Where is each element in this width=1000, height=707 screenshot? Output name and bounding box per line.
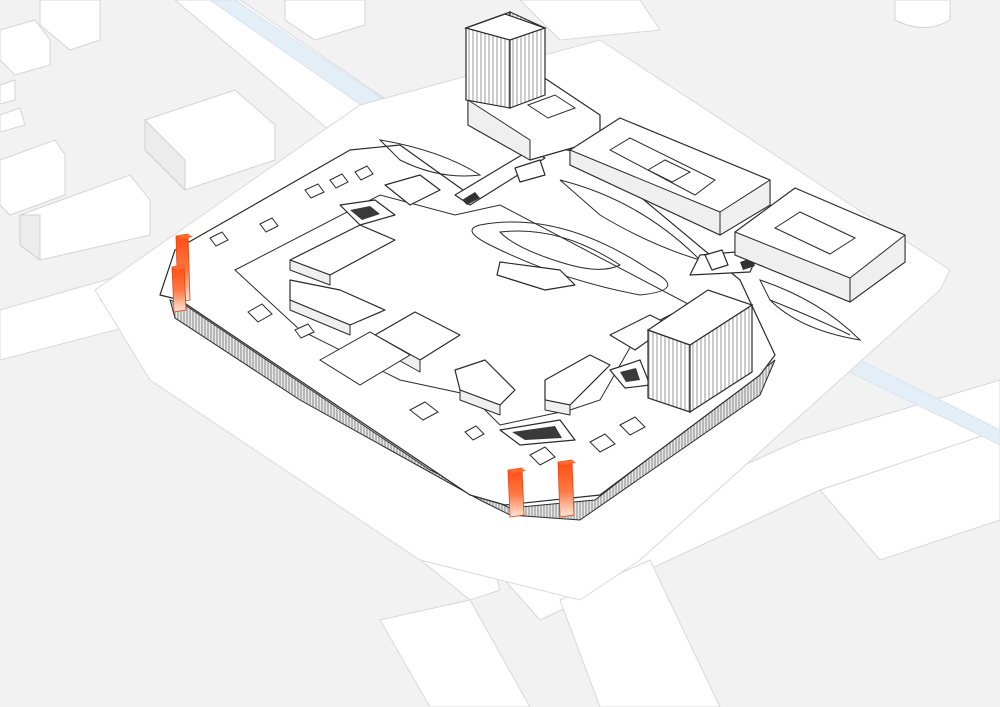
tower-north bbox=[464, 11, 601, 161]
roof-skylights bbox=[209, 165, 646, 466]
tower-south bbox=[646, 289, 754, 414]
landscape-contours bbox=[378, 139, 862, 341]
podium-underside bbox=[169, 299, 776, 521]
context-outlined-blocks bbox=[569, 117, 906, 303]
accent-column-3 bbox=[507, 467, 525, 518]
accent-column-4 bbox=[557, 459, 575, 518]
accent-columns bbox=[171, 233, 576, 518]
context-blocks bbox=[0, 0, 951, 261]
accent-column-2 bbox=[171, 264, 187, 313]
courtyard-buildings bbox=[289, 174, 671, 446]
